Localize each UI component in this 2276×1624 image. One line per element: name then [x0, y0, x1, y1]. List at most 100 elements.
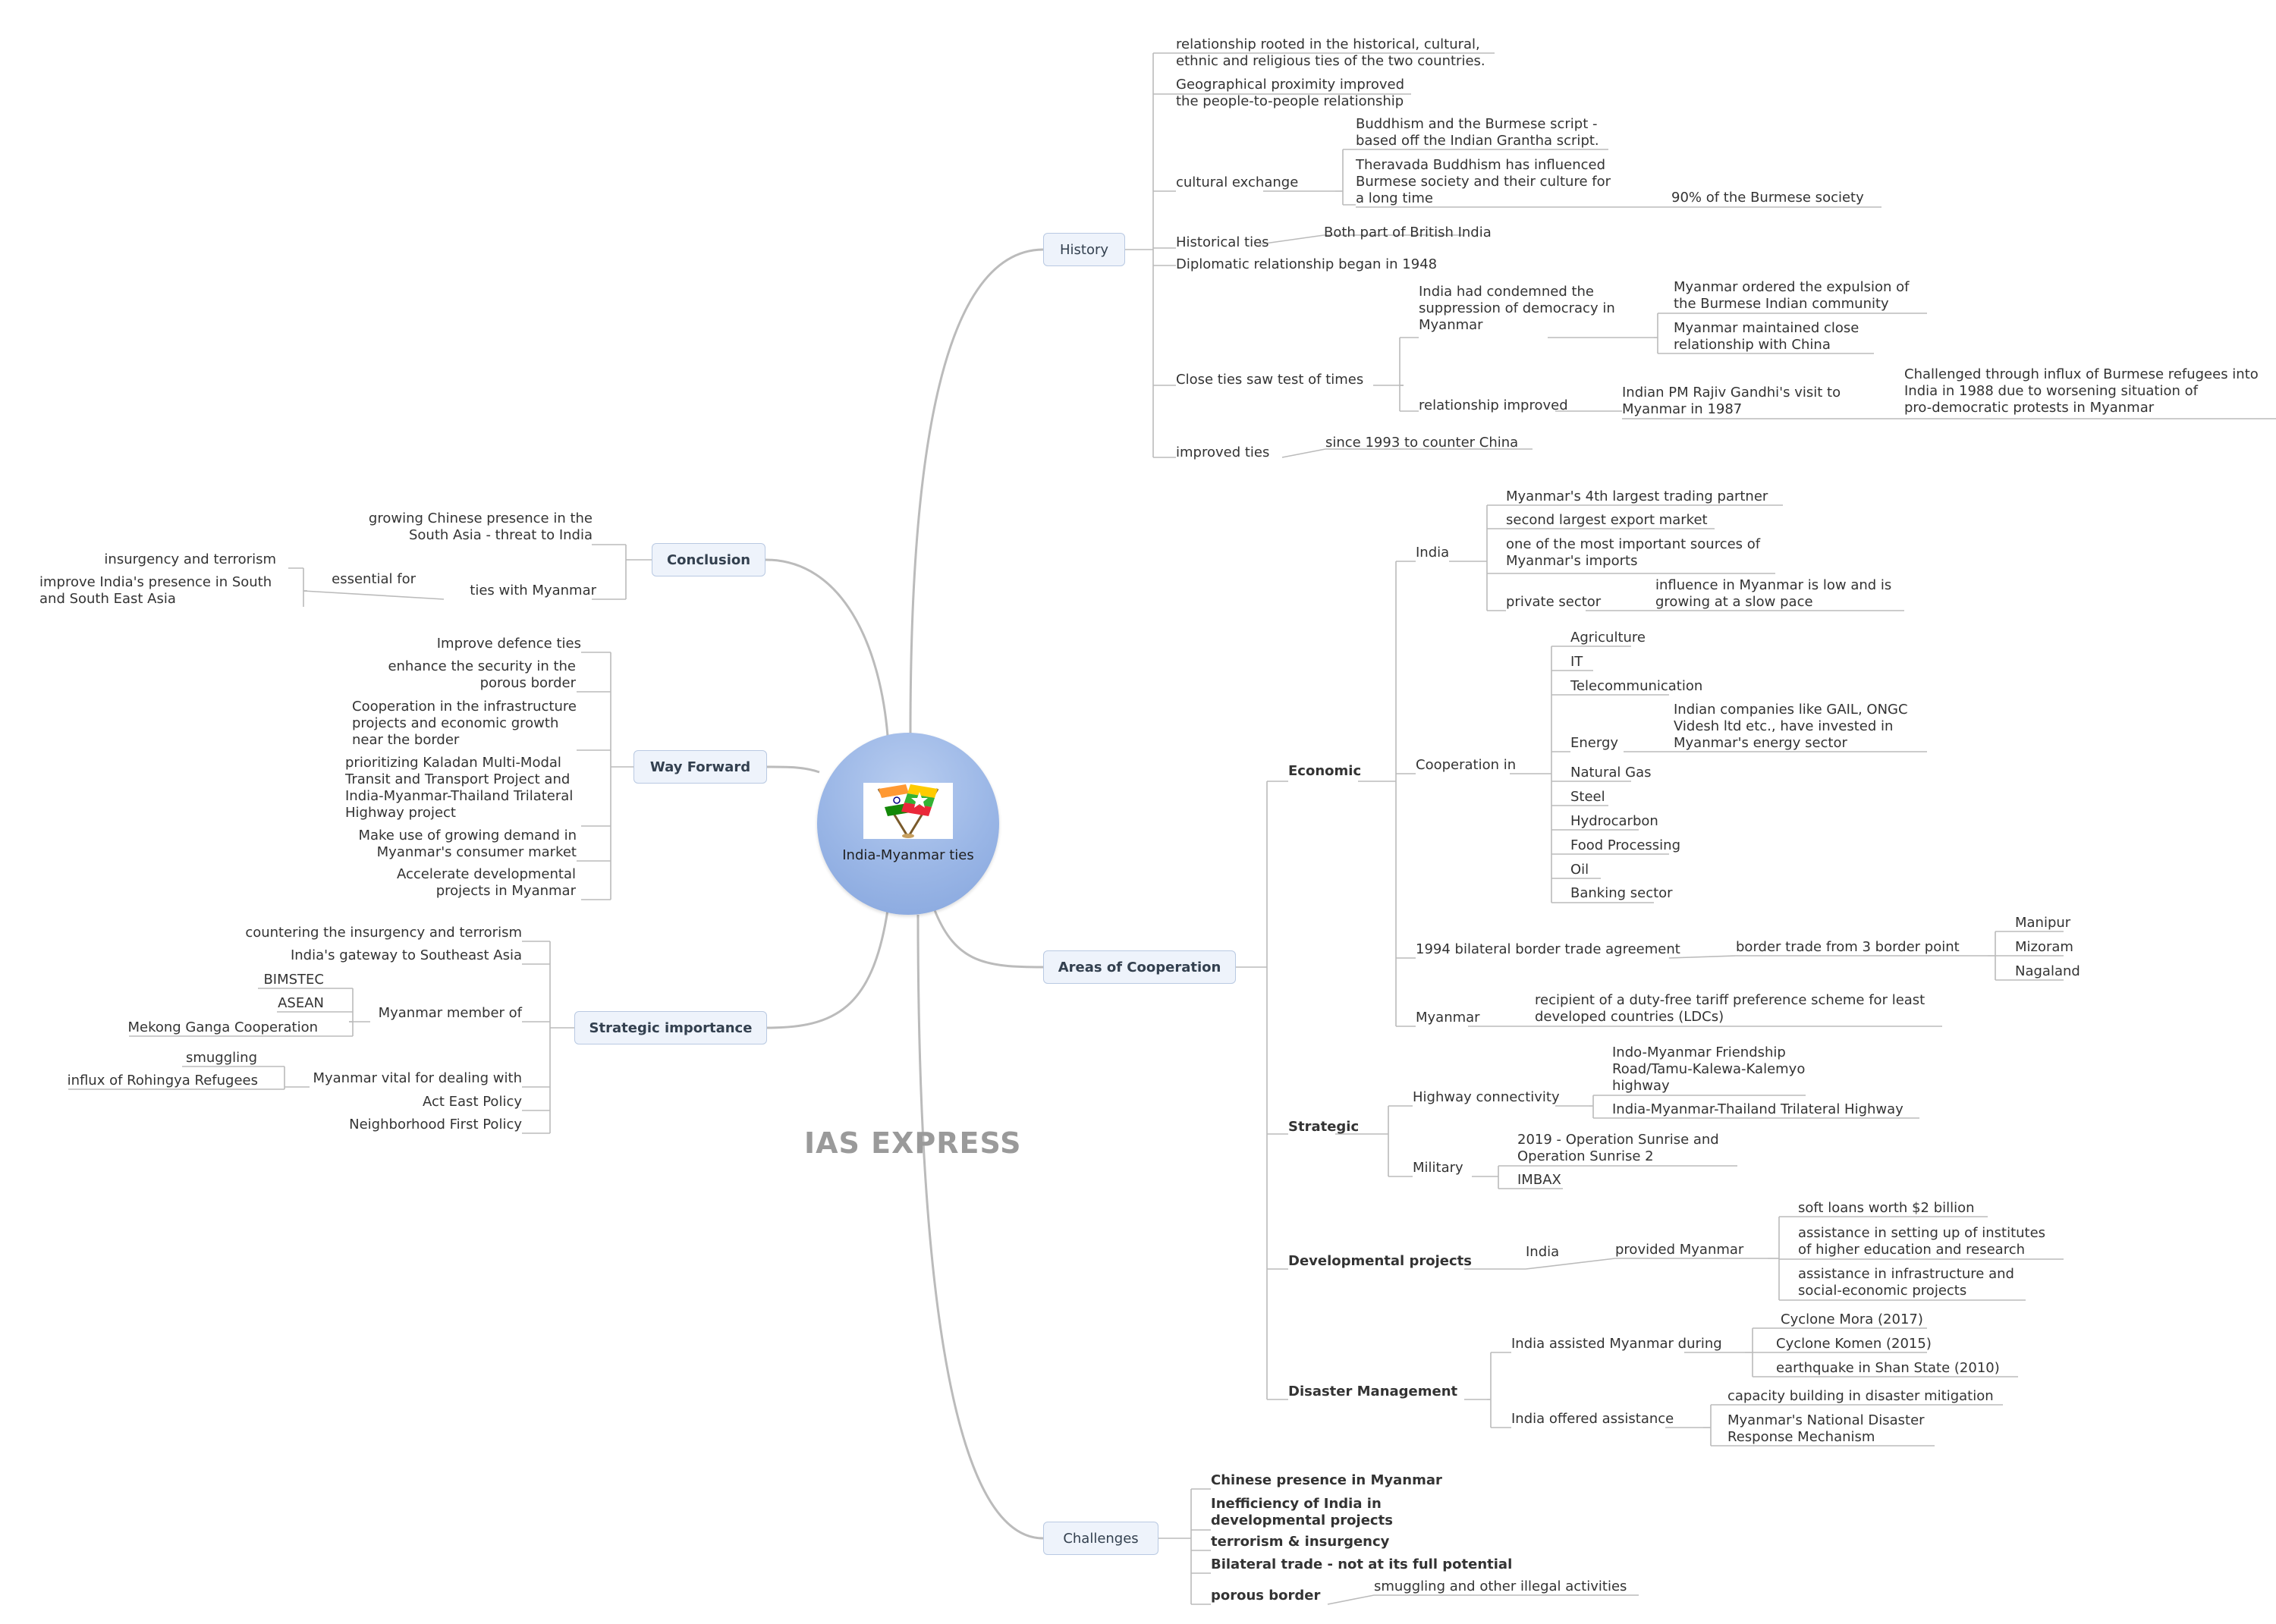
- challenge-inefficiency[interactable]: Inefficiency of India in developmental p…: [1211, 1496, 1393, 1528]
- way-defence[interactable]: Improve defence ties: [436, 636, 581, 652]
- coop-telecommunication[interactable]: Telecommunication: [1570, 678, 1703, 694]
- conclusion-ties[interactable]: ties with Myanmar: [470, 583, 596, 598]
- way-infrastructure[interactable]: Cooperation in the infrastructure projec…: [352, 699, 577, 748]
- disaster-cyclone-mora[interactable]: Cyclone Mora (2017): [1781, 1311, 1923, 1327]
- offered-capacity[interactable]: capacity building in disaster mitigation: [1727, 1388, 1994, 1404]
- offered-ndrm[interactable]: Myanmar's National Disaster Response Mec…: [1727, 1412, 1925, 1445]
- si-asean[interactable]: ASEAN: [278, 995, 324, 1011]
- history-buddhism-script[interactable]: Buddhism and the Burmese script - based …: [1356, 116, 1599, 149]
- economic-india[interactable]: India: [1416, 545, 1450, 561]
- si-member-of[interactable]: Myanmar member of: [378, 1005, 522, 1021]
- developmental-india[interactable]: India: [1526, 1244, 1560, 1260]
- si-mekong[interactable]: Mekong Ganga Cooperation: [127, 1019, 318, 1035]
- coop-oil[interactable]: Oil: [1570, 862, 1589, 878]
- history-improved-ties[interactable]: improved ties: [1176, 444, 1270, 460]
- economic-myanmar[interactable]: Myanmar: [1416, 1010, 1480, 1026]
- myanmar-duty-free[interactable]: recipient of a duty-free tariff preferen…: [1535, 992, 1925, 1025]
- si-act-east[interactable]: Act East Policy: [422, 1094, 522, 1110]
- areas-developmental[interactable]: Developmental projects: [1288, 1253, 1472, 1269]
- challenge-chinese-presence[interactable]: Chinese presence in Myanmar: [1211, 1472, 1442, 1488]
- strategic-highway[interactable]: Highway connectivity: [1413, 1089, 1560, 1105]
- si-countering[interactable]: countering the insurgency and terrorism: [245, 925, 522, 941]
- coop-agriculture[interactable]: Agriculture: [1570, 630, 1646, 646]
- history-british-india[interactable]: Both part of British India: [1324, 225, 1492, 240]
- coop-hydrocarbon[interactable]: Hydrocarbon: [1570, 813, 1658, 829]
- coop-energy[interactable]: Energy: [1570, 735, 1619, 751]
- branch-history[interactable]: History: [1043, 233, 1125, 266]
- border-trade-3-points[interactable]: border trade from 3 border point: [1736, 939, 1960, 955]
- branch-strategic-importance[interactable]: Strategic importance: [574, 1011, 767, 1044]
- disaster-shan-earthquake[interactable]: earthquake in Shan State (2010): [1776, 1360, 2000, 1376]
- conclusion-presence[interactable]: improve India's presence in South and So…: [39, 574, 272, 607]
- border-manipur[interactable]: Manipur: [2015, 915, 2071, 931]
- provided-infrastructure[interactable]: assistance in infrastructure and social-…: [1798, 1266, 2014, 1299]
- india-private-sector[interactable]: private sector: [1506, 594, 1602, 610]
- economic-border-agreement[interactable]: 1994 bilateral border trade agreement: [1416, 941, 1680, 957]
- connector: [916, 914, 1044, 1540]
- history-expulsion[interactable]: Myanmar ordered the expulsion of the Bur…: [1674, 279, 1910, 312]
- si-bimstec[interactable]: BIMSTEC: [263, 972, 324, 988]
- highway-friendship-road[interactable]: Indo-Myanmar Friendship Road/Tamu-Kalewa…: [1612, 1044, 1806, 1094]
- branch-way-forward[interactable]: Way Forward: [633, 750, 767, 784]
- border-mizoram[interactable]: Mizoram: [2015, 939, 2073, 955]
- disaster-assisted[interactable]: India assisted Myanmar during: [1511, 1336, 1722, 1352]
- highway-trilateral[interactable]: India-Myanmar-Thailand Trilateral Highwa…: [1612, 1101, 1903, 1117]
- branch-areas-of-cooperation[interactable]: Areas of Cooperation: [1043, 950, 1236, 984]
- border-nagaland[interactable]: Nagaland: [2015, 963, 2080, 979]
- areas-economic[interactable]: Economic: [1288, 763, 1362, 779]
- history-diplomatic[interactable]: Diplomatic relationship began in 1948: [1176, 256, 1438, 272]
- developmental-provided[interactable]: provided Myanmar: [1615, 1242, 1744, 1258]
- branch-challenges[interactable]: Challenges: [1043, 1522, 1158, 1555]
- history-historical-ties[interactable]: Historical ties: [1176, 234, 1269, 250]
- way-security[interactable]: enhance the security in the porous borde…: [388, 658, 576, 691]
- challenge-terrorism[interactable]: terrorism & insurgency: [1211, 1534, 1390, 1550]
- areas-strategic[interactable]: Strategic: [1288, 1119, 1360, 1135]
- history-since-1993[interactable]: since 1993 to counter China: [1325, 435, 1519, 451]
- history-china-relationship[interactable]: Myanmar maintained close relationship wi…: [1674, 320, 1859, 353]
- si-vital[interactable]: Myanmar vital for dealing with: [313, 1070, 522, 1086]
- strategic-military[interactable]: Military: [1413, 1160, 1463, 1176]
- history-ninety-percent[interactable]: 90% of the Burmese society: [1671, 190, 1864, 206]
- branch-conclusion[interactable]: Conclusion: [652, 543, 765, 576]
- economic-cooperation-in[interactable]: Cooperation in: [1416, 757, 1517, 773]
- disaster-offered[interactable]: India offered assistance: [1511, 1411, 1674, 1427]
- provided-soft-loans[interactable]: soft loans worth $2 billion: [1798, 1200, 1975, 1216]
- india-fourth-partner[interactable]: Myanmar's 4th largest trading partner: [1506, 488, 1768, 504]
- challenge-bilateral-trade[interactable]: Bilateral trade - not at its full potent…: [1211, 1556, 1513, 1572]
- way-kaladan[interactable]: prioritizing Kaladan Multi-Modal Transit…: [345, 755, 574, 821]
- si-rohingya[interactable]: influx of Rohingya Refugees: [67, 1073, 258, 1088]
- military-sunrise[interactable]: 2019 - Operation Sunrise and Operation S…: [1517, 1132, 1719, 1164]
- history-relationship-improved[interactable]: relationship improved: [1419, 397, 1568, 413]
- coop-banking[interactable]: Banking sector: [1570, 885, 1673, 901]
- way-accelerate[interactable]: Accelerate developmental projects in Mya…: [397, 866, 576, 899]
- coop-natural-gas[interactable]: Natural Gas: [1570, 765, 1652, 781]
- conclusion-insurgency[interactable]: insurgency and terrorism: [104, 551, 276, 567]
- history-close-ties[interactable]: Close ties saw test of times: [1176, 372, 1364, 388]
- history-proximity[interactable]: Geographical proximity improved the peop…: [1176, 77, 1405, 109]
- coop-food-processing[interactable]: Food Processing: [1570, 837, 1681, 853]
- military-imbax[interactable]: IMBAX: [1517, 1172, 1561, 1188]
- energy-gail-ongc[interactable]: Indian companies like GAIL, ONGC Videsh …: [1674, 702, 1908, 751]
- way-demand[interactable]: Make use of growing demand in Myanmar's …: [358, 828, 577, 860]
- si-smuggling[interactable]: smuggling: [185, 1050, 257, 1066]
- provided-institutes[interactable]: assistance in setting up of institutes o…: [1798, 1225, 2046, 1258]
- si-gateway[interactable]: India's gateway to Southeast Asia: [290, 947, 522, 963]
- challenge-porous-border[interactable]: porous border: [1211, 1588, 1321, 1604]
- si-neighborhood[interactable]: Neighborhood First Policy: [349, 1117, 522, 1132]
- conclusion-essential[interactable]: essential for: [332, 571, 416, 587]
- history-refugees[interactable]: Challenged through influx of Burmese ref…: [1904, 366, 2259, 416]
- history-rooted[interactable]: relationship rooted in the historical, c…: [1176, 36, 1485, 69]
- private-sector-influence[interactable]: influence in Myanmar is low and is growi…: [1655, 577, 1892, 610]
- history-theravada[interactable]: Theravada Buddhism has influenced Burmes…: [1356, 157, 1611, 206]
- disaster-cyclone-komen[interactable]: Cyclone Komen (2015): [1776, 1336, 1932, 1352]
- history-condemned[interactable]: India had condemned the suppression of d…: [1419, 284, 1615, 333]
- coop-steel[interactable]: Steel: [1570, 789, 1605, 805]
- coop-it[interactable]: IT: [1570, 654, 1583, 670]
- india-imports-source[interactable]: one of the most important sources of Mya…: [1506, 536, 1761, 569]
- history-cultural-exchange[interactable]: cultural exchange: [1176, 174, 1299, 190]
- history-rajiv-visit[interactable]: Indian PM Rajiv Gandhi's visit to Myanma…: [1622, 385, 1841, 417]
- conclusion-chinese-presence[interactable]: growing Chinese presence in the South As…: [368, 510, 593, 543]
- areas-disaster[interactable]: Disaster Management: [1288, 1384, 1458, 1399]
- india-second-export[interactable]: second largest export market: [1506, 512, 1708, 528]
- challenge-smuggling[interactable]: smuggling and other illegal activities: [1374, 1578, 1627, 1594]
